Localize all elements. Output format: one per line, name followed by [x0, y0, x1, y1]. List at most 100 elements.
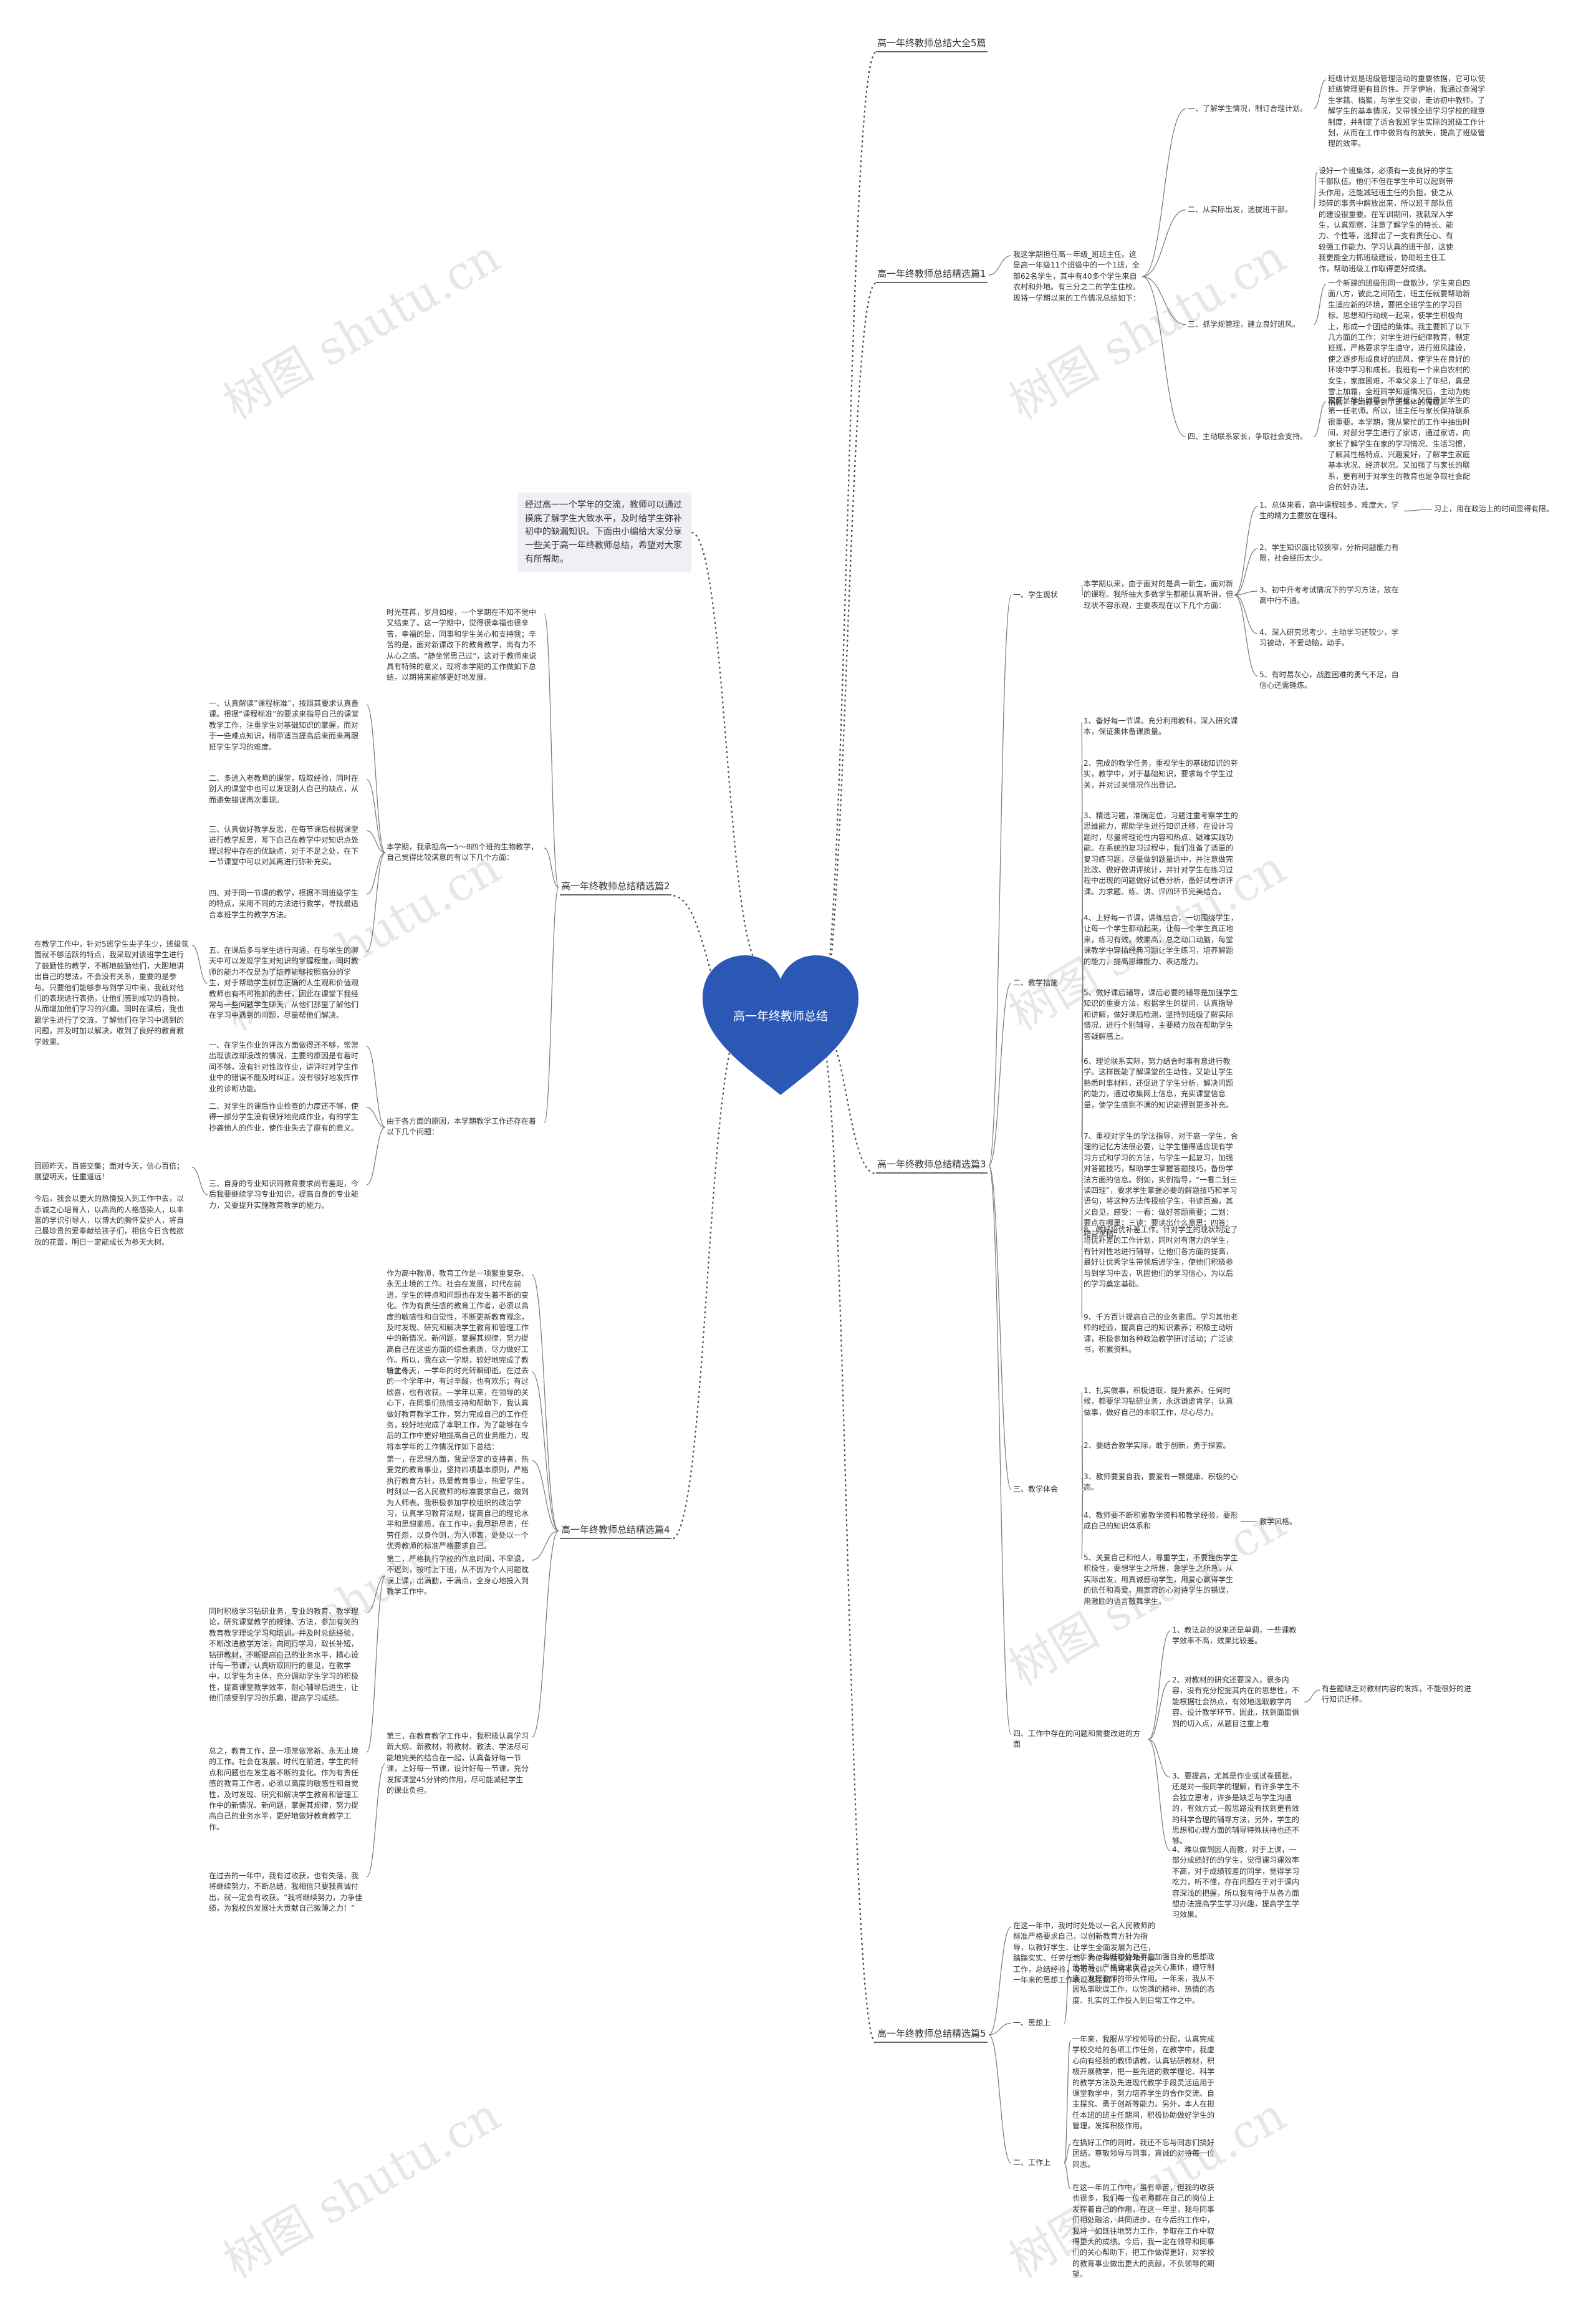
topic-5[interactable]: 高一年终教师总结精选篇4: [560, 1523, 671, 1539]
p3-b2: 2、完成的教学任务，重视学生的基础知识的夯实，教学中，对于基础知识，要求每个学生…: [1084, 759, 1238, 789]
p3-d3: 3、要提高，尤其是作业或试卷题批，还是对一般同学的理解，有许多学生不会独立思考，…: [1172, 1772, 1300, 1846]
link-p2-mid-p2-m4: [366, 852, 386, 895]
p3-c2: 2、要结合教学实际，敢于创新，勇于探索。: [1084, 1441, 1231, 1450]
link-p2-tail-p2-q3: [366, 1126, 386, 1185]
link-topic-5-p4-s2: [531, 1460, 559, 1532]
topic-3[interactable]: 高一年终教师总结精选篇2: [560, 879, 671, 895]
p1-s4-text: 家庭是学生的第一所学校，父母亲是学生的第一任老师。所以，班主任与家长保持联系很重…: [1328, 396, 1471, 492]
link-p3-a-intro-p3-a2: [1234, 548, 1258, 596]
link-topic-3-p2-mid: [544, 847, 559, 888]
p1-s2[interactable]: 二、从实际出发，选拔班干部。: [1188, 205, 1293, 214]
p1-intro: 我这学期担任高一年级_班班主任。这是高一年级11个班级中的一个1班，全部62名学…: [1013, 250, 1141, 302]
p2-m4[interactable]: 四、对于同一节课的教学，根据不同班级学生的特点，采用不同的方法进行教学，寻找最适…: [209, 889, 359, 919]
link-p5-b-p5-b3: [1064, 2162, 1071, 2189]
p3-b6: 6、理论联系实际，努力结合时事有意进行教学。这样既能了解课堂的生动性，又能让学生…: [1084, 1057, 1234, 1109]
p4-s5: 总之，教育工作，是一项常做常新、永无止境的工作。社会在发展，时代在前进，学生的特…: [209, 1747, 359, 1831]
link-p3-d-p3-d3: [1148, 1739, 1171, 1778]
link-p1-s3-p1-s3-text: [1313, 284, 1327, 326]
p2-intro: 时光荏苒，岁月如梭，一个学期在不知不觉中又结束了。这一学期中，觉得很幸福也很辛苦…: [387, 608, 537, 682]
p2-q3-side: 回顾昨天，百感交集；面对今天，信心百倍；展望明天，任重道远！ 今后，我会以更大的…: [34, 1162, 185, 1247]
link-topic-2-p1-intro: [988, 255, 1012, 276]
intro-text: 经过高一一个学年的交流，教师可以通过摸底了解学生大致水平，及时给学生弥补初中的缺…: [517, 493, 691, 573]
link-p1-intro-p1-s3: [1142, 276, 1186, 326]
p1-s4[interactable]: 四、主动联系家长，争取社会支持。: [1188, 432, 1308, 441]
p3-d2: 2、对教材的研究还要深入，很多内容，没有充分挖掘其内在的思想性，不能根据社会热点…: [1172, 1676, 1300, 1728]
p3-b1: 1、备好每一节课。充分利用教科，深入研究课本，保证集体备课质量。: [1084, 717, 1238, 736]
link-p3-a-p3-a-intro: [1081, 584, 1084, 596]
link-topic-4-p3-a: [988, 594, 1012, 1166]
p1-s1-text: 班级计划是班级管理活动的重要依据，它可以使班级管理更有目的性。开学伊始，我通过查…: [1328, 74, 1486, 148]
p3-b7: 7、重视对学生的学法指导。对于高一学生，合理的记忆方法很必要，让学生懂得适应现有…: [1084, 1132, 1238, 1238]
link-p3-a-intro-p3-a1: [1234, 506, 1258, 596]
p3-a1-side: 习上，用在政治上的时间显得有限。: [1434, 504, 1554, 513]
p3-d1: 1、教法总的说来还是单调，一些课教学效率不高，效果比较差。: [1172, 1626, 1297, 1646]
p3-c4-side: 教学风格。: [1259, 1517, 1297, 1526]
link-p3-c-p3-c5: [1081, 1489, 1084, 1560]
p3-b[interactable]: 二、教学措施: [1013, 978, 1059, 987]
p3-a5: 5、有时易灰心，战胜困难的勇气不足，自信心还需锤炼。: [1259, 670, 1399, 690]
p5-a[interactable]: 一、思想上: [1013, 2019, 1051, 2027]
link-p3-a-intro-p3-a4: [1234, 594, 1258, 634]
topic-4[interactable]: 高一年终教师总结精选篇3: [876, 1157, 988, 1174]
p5-intro: 在这一年中，我时时处处以一名人民教师的标准严格要求自己，以创新教育方针为指导，以…: [1013, 1921, 1156, 1984]
link-p3-d2-p3-d2-side: [1304, 1689, 1320, 1703]
root-topic[interactable]: 高一年终教师总结: [733, 1010, 828, 1023]
link-p1-s1-p1-s1-text: [1313, 79, 1327, 110]
link-p3-a-intro-p3-a5: [1234, 594, 1258, 677]
p3-a[interactable]: 一、学生现状: [1013, 591, 1059, 599]
p4-intro: 作为高中教师，教育工作是一项繁重复杂、永无止境的工作。社会在发展，时代在前进，学…: [387, 1269, 529, 1376]
p2-m1[interactable]: 一、认真解读“课程标准”，按照其要求认真备课。根据“课程标准”的要求来指导自己的…: [209, 699, 359, 751]
p2-q3[interactable]: 三、自身的专业知识同教育要求尚有差距，今后我要继续学习专业知识，提高自身的专业能…: [209, 1179, 359, 1210]
topic-1[interactable]: 高一年终教师总结大全5篇: [876, 36, 988, 52]
p3-b3: 3、精选习题，准确定位，习题注重考察学生的思维能力，帮助学生进行知识迁移，在设计…: [1084, 811, 1238, 896]
link-p1-s2-p1-s2-text: [1313, 171, 1317, 211]
link-p4-s3-p4-s5: [366, 1575, 386, 1753]
p1-s3[interactable]: 三、抓学规管理，建立良好班风。: [1188, 320, 1300, 329]
topic-2[interactable]: 高一年终教师总结精选篇1: [876, 267, 988, 283]
p3-b9: 9、千方百计提高自己的业务素质。学习其他老师的经验，提高自己的知识素养；积极主动…: [1084, 1313, 1238, 1354]
link-p1-intro-p1-s2: [1142, 209, 1186, 277]
p3-a-intro: 本学期以来，由于面对的是高一新生，面对新的课程。我所抽大多数学生都能认真听讲，但…: [1084, 579, 1234, 610]
p5-b[interactable]: 二、工作上: [1013, 2158, 1051, 2167]
link-p4-s3-p4-s4: [366, 1575, 386, 1613]
p3-d[interactable]: 四、工作中存在的问题和需要改进的方面: [1013, 1729, 1141, 1749]
p4-s1: 特此冬天，一学年的时光转瞬即逝。在过去的一个学年中，有过辛酸，也有欢乐；有过欣喜…: [387, 1366, 529, 1451]
p5-b3: 在这一年的工作中，虽有辛苦，但我的收获也很多，我们每一位老师都在自己的岗位上发挥…: [1072, 2183, 1215, 2279]
topic-6[interactable]: 高一年终教师总结精选篇5: [876, 2027, 988, 2043]
link-p2-m5-p2-m5-side: [191, 945, 208, 984]
link-root-topic-4: [817, 1021, 877, 1175]
p4-s6: 第三，在教育教学工作中，我积极认真学习新大纲、新教材，将教材、教法、学法尽可能地…: [387, 1732, 529, 1795]
p1-s1[interactable]: 一、了解学生情况，制订合理计划。: [1188, 104, 1308, 113]
link-p5-a-p5-a1: [1064, 1957, 1071, 2024]
p3-a4: 4、深入研究思考少，主动学习还较少，学习被动，不爱动脑，动手。: [1259, 628, 1399, 648]
link-p2-mid-p2-m1: [366, 704, 386, 854]
p2-m5-side: 在教学工作中，针对5班学生尖子生少，班级氛围就不够活跃的特点，我采取对该班学生进…: [34, 940, 189, 1046]
p2-tail: 由于各方面的原因，本学期教学工作还存在着以下几个问题：: [387, 1117, 537, 1137]
link-root-topic-2: [817, 282, 877, 1024]
link-topic-6-p5-b: [988, 2034, 1012, 2164]
p2-q1[interactable]: 一、在学生作业的评改方面做得还不够，常常出现该改却没改的情况，主要的原因是有着时…: [209, 1041, 359, 1093]
p2-m3[interactable]: 三、认真做好教学反思，在每节课后根据课堂进行教学反思，写下自己在教学中对知识点处…: [209, 825, 359, 867]
link-topic-4-p3-c: [988, 1165, 1012, 1490]
p4-s7: 在过去的一年中，我有过收获，也有失落，我将继续努力，不断总结，我相信只要我真诚付…: [209, 1871, 363, 1913]
link-root-topic-1: [817, 51, 877, 1024]
p5-a1: 一年来，我时时处处不忘加强自身的思想政治学习，严格要求自己，关心集体，遵守制度，…: [1072, 1952, 1215, 2005]
link-p1-intro-p1-s1: [1142, 108, 1186, 277]
link-p3-b-p3-b4: [1081, 919, 1084, 984]
p2-mid: 本学期，我承担高一5～8四个班的生物教学，自己觉得比较满意的有以下几个方面：: [387, 842, 539, 862]
p4-s3: 第二，严格执行学校的作息时间，不早退，不迟到，按时上下班，从不因为个人问题耽误上…: [387, 1555, 529, 1596]
p3-c4: 4、教师要不断积累教学资料和教学经验，要形成自己的知识体系和: [1084, 1511, 1238, 1531]
link-p1-s4-p1-s4-text: [1313, 401, 1327, 438]
p3-b5: 5、做好课后辅导，课后必要的辅导是加强学生知识的重要方法，根据学生的提问，认真指…: [1084, 988, 1238, 1041]
p2-q2[interactable]: 二、对学生的课后作业检查的力度还不够，使得一部分学生没有很好地完成作业，有的学生…: [209, 1102, 359, 1132]
p2-m5[interactable]: 五、在课后多与学生进行沟通，在与学生的聊天中可以发现学生对知识的掌握程度，同时教…: [209, 946, 359, 1020]
p5-b2: 在搞好工作的同时，我还不忘与同志们搞好团结，尊敬领导与同事，真诚的对待每一位同志…: [1072, 2138, 1215, 2169]
p5-b1: 一年来，我服从学校领导的分配，认真完成学校交给的各项工作任务，在教学中，我虚心向…: [1072, 2035, 1215, 2131]
link-topic-4-p3-d: [988, 1165, 1012, 1735]
link-p3-a-intro-p3-a3: [1234, 591, 1258, 596]
p3-c[interactable]: 三、教学体会: [1013, 1485, 1059, 1493]
p2-m2[interactable]: 二、多进入老教师的课堂，吸取经验，同时在别人的课堂中也可以发现别人自己的缺点，从…: [209, 774, 359, 804]
link-p1-intro-p1-s4: [1142, 276, 1186, 438]
